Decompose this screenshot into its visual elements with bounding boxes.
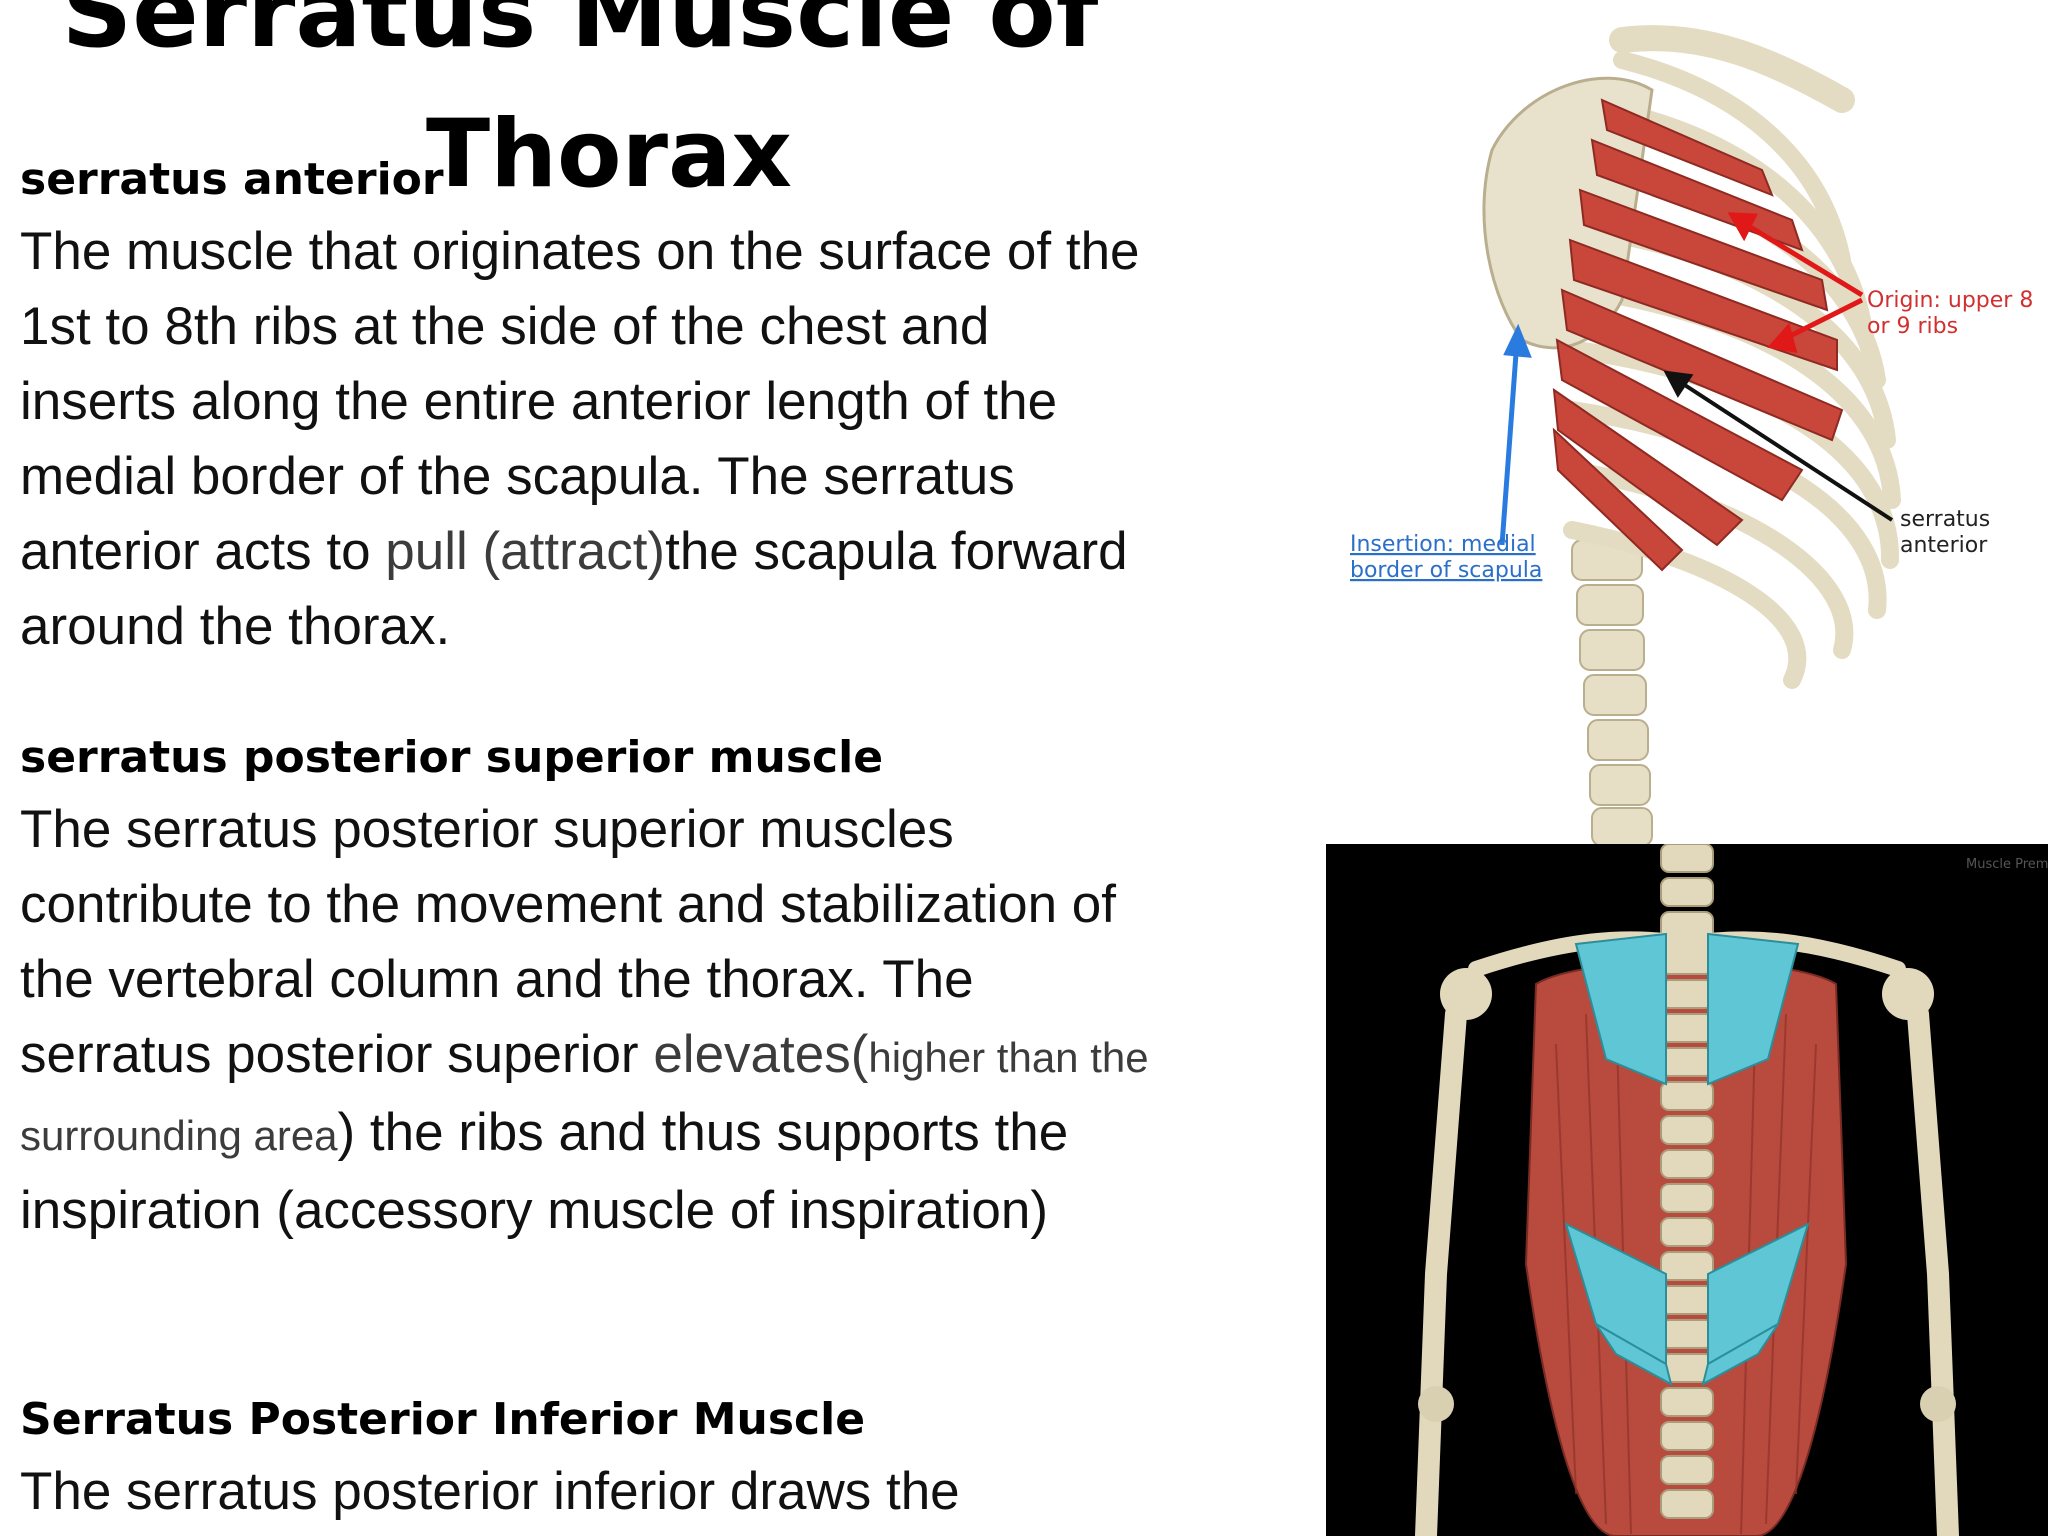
- label-origin-line1: Origin: upper 8: [1867, 288, 2033, 313]
- slide-title-line1: Serratus Muscle of: [61, 0, 1099, 70]
- body-text: ) the ribs and thus supports the inspira…: [20, 1103, 1069, 1240]
- section-heading-serratus-posterior-inferior: Serratus Posterior Inferior Muscle: [20, 1394, 866, 1445]
- clavicle: [1609, 25, 1855, 113]
- slide-title-line2: Thorax: [426, 100, 793, 209]
- serratus-posterior-inferior-muscle: [1564, 1222, 1810, 1386]
- body-text-emphasis: elevates(: [653, 1025, 869, 1084]
- right-elbow: [1920, 1386, 1956, 1422]
- body-text: The serratus posterior inferior draws th…: [20, 1462, 960, 1521]
- label-insertion-line1: Insertion: medial: [1350, 532, 1536, 557]
- section-heading-serratus-anterior: serratus anterior: [20, 154, 444, 205]
- serratus-posterior-superior-muscle: [1574, 932, 1800, 1086]
- watermark-text: Muscle Premium: [1966, 857, 2048, 872]
- spine-column: [1571, 539, 1653, 846]
- label-origin-line2: or 9 ribs: [1867, 314, 1958, 339]
- shoulder-girdle: [1468, 931, 1906, 977]
- right-arm-bone: [1907, 1003, 1959, 1536]
- section-body-serratus-posterior-inferior: The serratus posterior inferior draws th…: [20, 1454, 1160, 1529]
- insertion-arrow: [1499, 323, 1532, 546]
- section-heading-serratus-posterior-superior: serratus posterior superior muscle: [20, 732, 884, 783]
- origin-arrows: [1727, 212, 1864, 354]
- body-text: The serratus posterior superior muscles …: [20, 800, 1116, 1084]
- body-text: the scapula forward around the thorax.: [20, 522, 1128, 656]
- body-text-emphasis: pull (attract): [385, 522, 666, 581]
- label-serratus-line2: anterior: [1900, 533, 1988, 558]
- label-serratus-line1: serratus: [1900, 507, 1990, 532]
- label-insertion-line2: border of scapula: [1350, 558, 1542, 583]
- serratus-anterior-muscle: [1552, 98, 1844, 572]
- body-text-note: higher than the surrounding area: [20, 1034, 1149, 1159]
- body-text: The muscle that originates on the surfac…: [20, 222, 1140, 581]
- serratus-posterior-illustration: Muscle Premium: [1326, 844, 2048, 1536]
- left-arm-bone: [1415, 1003, 1467, 1536]
- section-body-serratus-anterior: The muscle that originates on the surfac…: [20, 214, 1160, 664]
- serratus-pointer-arrow: [1663, 370, 1894, 522]
- serratus-anterior-illustration: Origin: upper 8 or 9 ribs Insertion: med…: [1350, 25, 2033, 846]
- left-elbow: [1418, 1386, 1454, 1422]
- section-body-serratus-posterior-superior: The serratus posterior superior muscles …: [20, 792, 1160, 1248]
